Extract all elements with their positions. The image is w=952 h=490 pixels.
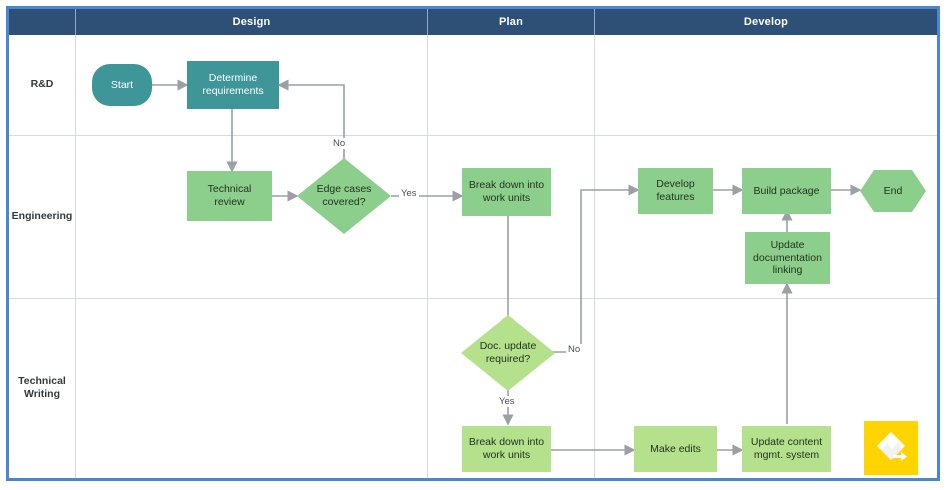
node-determine-requirements-line2: requirements — [202, 85, 264, 97]
node-technical-review-line2: review — [214, 196, 245, 208]
node-update-documentation-linking-line3: linking — [772, 264, 803, 277]
phase-header-row: Design Plan Develop — [9, 9, 937, 35]
node-break-down-engineering-line2: work units — [482, 192, 531, 204]
node-break-down-technical-writing-line1: Break down into — [468, 436, 545, 449]
lane-label-technical-writing-line2: Writing — [24, 388, 60, 400]
node-edge-cases-covered-line2: covered? — [322, 196, 366, 208]
header-cell-blank — [9, 9, 75, 35]
node-determine-requirements-line1: Determine — [208, 72, 258, 85]
node-edge-cases-covered[interactable]: Edge cases covered? — [297, 158, 391, 234]
node-update-content-mgmt-system-line1: Update content — [750, 436, 823, 449]
node-break-down-engineering[interactable]: Break down into work units — [462, 168, 551, 216]
node-technical-review[interactable]: Technical review — [187, 171, 272, 221]
grid-line-lane-column — [75, 35, 76, 478]
node-build-package[interactable]: Build package — [742, 168, 831, 214]
node-update-documentation-linking-line2: documentation — [753, 251, 822, 264]
node-update-content-mgmt-system[interactable]: Update content mgmt. system — [742, 426, 831, 472]
hexagon-shape — [860, 170, 926, 212]
node-end-label: End — [883, 184, 903, 197]
edge-label-yes-edge-cases: Yes — [399, 188, 419, 199]
grid-line-engineering-techwriting — [9, 298, 937, 299]
node-develop-features[interactable]: Develop features — [638, 168, 713, 214]
header-cell-plan[interactable]: Plan — [427, 9, 594, 35]
node-end[interactable]: End — [860, 170, 926, 212]
node-doc-update-required-line2: required? — [485, 353, 531, 365]
edge-label-no-doc-update: No — [566, 344, 583, 355]
header-cell-design[interactable]: Design — [75, 9, 427, 35]
node-break-down-engineering-line1: Break down into — [468, 179, 545, 192]
lucidchart-icon[interactable] — [864, 421, 918, 475]
node-develop-features-line2: features — [656, 191, 695, 203]
grid-line-rd-engineering — [9, 135, 937, 136]
lane-label-engineering[interactable]: Engineering — [11, 209, 73, 222]
node-edge-cases-covered-line1: Edge cases — [316, 183, 372, 196]
lucidchart-glyph — [877, 432, 907, 461]
node-break-down-technical-writing[interactable]: Break down into work units — [462, 426, 551, 472]
node-start[interactable]: Start — [92, 64, 152, 106]
grid-line-design-plan — [427, 35, 428, 478]
edge-label-yes-doc-update: Yes — [497, 396, 517, 407]
node-technical-review-line1: Technical — [207, 183, 252, 196]
lane-label-technical-writing[interactable]: Technical Writing — [9, 298, 75, 478]
edge-label-no-edge-cases: No — [331, 138, 348, 149]
lane-label-technical-writing-line1: Technical — [18, 374, 66, 387]
node-doc-update-required[interactable]: Doc. update required? — [461, 315, 555, 391]
node-update-documentation-linking[interactable]: Update documentation linking — [745, 232, 830, 284]
lane-label-rd[interactable]: R&D — [30, 78, 54, 91]
grid-line-plan-develop — [594, 35, 595, 478]
node-break-down-technical-writing-line2: work units — [482, 449, 531, 461]
node-doc-update-required-line1: Doc. update — [479, 340, 537, 353]
node-update-documentation-linking-line1: Update — [770, 239, 805, 252]
node-determine-requirements[interactable]: Determine requirements — [187, 61, 279, 109]
diamond-shape — [297, 158, 391, 234]
diamond-shape — [461, 315, 555, 391]
node-update-content-mgmt-system-line2: mgmt. system — [753, 449, 820, 461]
header-cell-develop[interactable]: Develop — [594, 9, 937, 35]
node-make-edits[interactable]: Make edits — [634, 426, 717, 472]
node-develop-features-line1: Develop — [656, 178, 695, 191]
